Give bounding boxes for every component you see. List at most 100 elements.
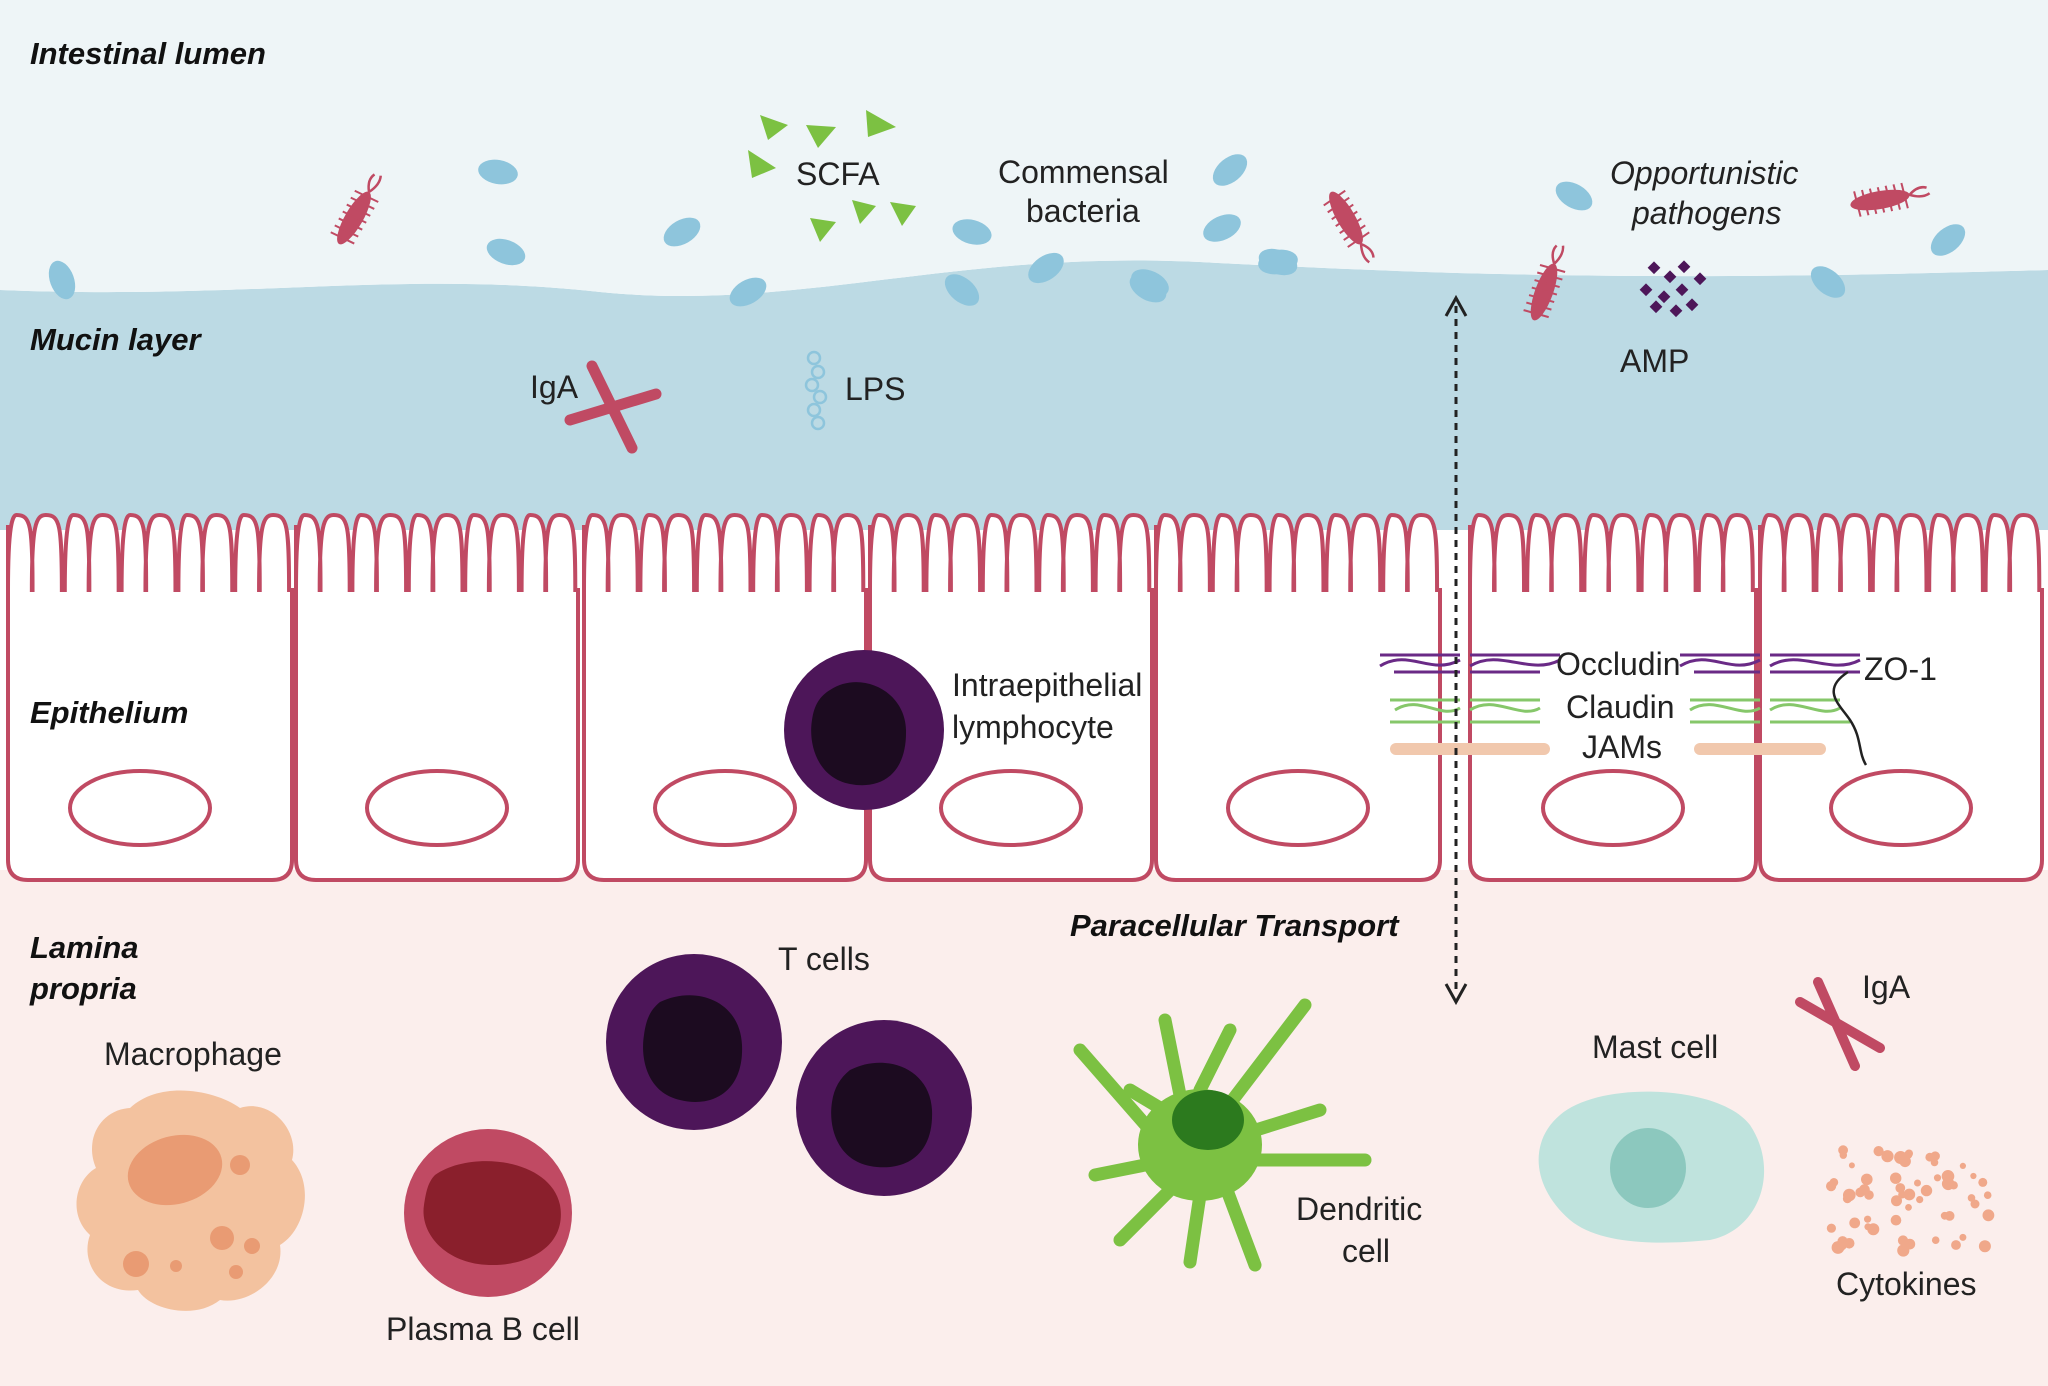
dendritic-cell-icon	[1073, 998, 1372, 1272]
opportunistic-label-2: pathogens	[1631, 195, 1781, 231]
cytokine-dot	[1959, 1162, 1966, 1169]
commensal-bacterium	[1810, 266, 1846, 298]
pathogen-icon	[330, 173, 382, 245]
pathogen-icon	[1323, 189, 1375, 264]
cytokine-dot	[1970, 1199, 1980, 1209]
cytokine-dot	[1864, 1215, 1872, 1223]
commensal-bacterium	[1203, 214, 1241, 242]
cytokine-dot	[1867, 1223, 1880, 1236]
cell-nucleus	[1829, 769, 1973, 847]
epithelial-cells	[6, 512, 2044, 882]
cytokine-dot	[1849, 1217, 1861, 1229]
cytokine-dot	[1848, 1162, 1855, 1169]
cytokine-dot	[1897, 1244, 1910, 1257]
cytokine-dot	[1933, 1174, 1942, 1182]
cytokine-dot	[1959, 1233, 1967, 1241]
cytokine-dot	[1861, 1173, 1873, 1186]
commensal-bacterium	[663, 217, 701, 247]
claudin-label: Claudin	[1566, 689, 1675, 725]
lps-icon	[804, 350, 828, 431]
epithelial-cell	[868, 512, 1154, 882]
commensal-label-2: bacteria	[1026, 193, 1140, 229]
cytokine-dot	[1920, 1184, 1933, 1197]
zo1-label: ZO-1	[1864, 651, 1937, 687]
pathogen-icon	[1523, 244, 1566, 321]
t-cell-icon-2	[796, 1020, 972, 1196]
zone-lamina-propria-2: propria	[29, 971, 137, 1006]
cytokine-dot	[1978, 1177, 1988, 1187]
cell-nucleus	[939, 769, 1083, 847]
cytokine-dot	[1826, 1181, 1837, 1192]
opportunistic-label-1: Opportunistic	[1610, 155, 1799, 191]
zone-lamina-propria-1: Lamina	[30, 930, 139, 965]
dendritic-label-2: cell	[1342, 1233, 1390, 1269]
intestinal-lumen-region	[0, 0, 2048, 297]
iel-label-1: Intraepithelial	[952, 667, 1142, 703]
cytokine-dot	[1873, 1146, 1884, 1157]
occludin-label: Occludin	[1556, 646, 1681, 682]
cell-nucleus	[68, 769, 212, 847]
commensal-bacterium	[1028, 252, 1064, 284]
epithelial-cell	[1154, 512, 1442, 882]
commensal-bacterium	[1258, 248, 1298, 276]
cytokine-dot	[1914, 1179, 1921, 1187]
cytokine-dot	[1925, 1152, 1935, 1162]
t-cells-label: T cells	[778, 941, 870, 977]
zone-intestinal-lumen: Intestinal lumen	[30, 36, 266, 71]
commensal-bacterium	[1212, 154, 1248, 186]
cytokines-label: Cytokines	[1836, 1266, 1977, 1302]
cytokine-dot	[1890, 1214, 1902, 1226]
cytokine-dot	[1983, 1191, 1992, 1199]
cytokine-dot	[1931, 1236, 1940, 1244]
lps-label: LPS	[845, 371, 905, 407]
macrophage-icon	[76, 1090, 305, 1311]
macrophage-label: Macrophage	[104, 1036, 282, 1072]
epithelial-cell	[294, 512, 580, 882]
paracellular-label: Paracellular Transport	[1070, 908, 1400, 943]
dendritic-label-1: Dendritic	[1296, 1191, 1422, 1227]
cytokine-dot	[1978, 1240, 1991, 1253]
commensal-bacterium	[944, 274, 980, 306]
cytokine-dot	[1890, 1172, 1902, 1184]
t-cell-icon-1	[606, 954, 782, 1130]
cytokine-dot	[1940, 1211, 1949, 1220]
epithelial-cell	[582, 512, 868, 882]
iga-icon-lamina	[1795, 977, 1885, 1071]
cytokine-dot	[1982, 1209, 1995, 1222]
cytokine-dot	[1859, 1184, 1870, 1196]
commensal-bacterium	[1129, 273, 1167, 303]
iel-label-2: lymphocyte	[952, 709, 1114, 745]
cytokine-dot	[1895, 1183, 1906, 1193]
commensal-bacterium	[478, 159, 518, 185]
mucin-layer-region	[0, 260, 2048, 530]
cytokine-dot	[1916, 1196, 1924, 1204]
cell-nucleus	[1226, 769, 1370, 847]
scfa-label: SCFA	[796, 156, 880, 192]
cytokines-icon	[1826, 1145, 1995, 1257]
cell-nucleus	[653, 769, 797, 847]
cytokine-dot	[1891, 1195, 1902, 1207]
mast-cell-icon	[1538, 1091, 1765, 1243]
plasma-b-cell-label: Plasma B cell	[386, 1311, 580, 1347]
cytokine-dot	[1951, 1240, 1961, 1250]
iga-label-mucin: IgA	[530, 369, 579, 405]
pathogen-icon	[1850, 182, 1931, 217]
cytokine-dot	[1842, 1194, 1852, 1204]
commensal-bacterium	[1930, 224, 1966, 256]
intraepithelial-lymphocyte-icon	[784, 650, 944, 810]
cytokine-dot	[1843, 1238, 1855, 1249]
plasma-b-cell-icon	[404, 1129, 572, 1297]
cell-nucleus	[1541, 769, 1685, 847]
mast-cell-label: Mast cell	[1592, 1029, 1718, 1065]
zone-epithelium: Epithelium	[30, 695, 188, 730]
zone-mucin-layer: Mucin layer	[30, 322, 202, 357]
commensal-bacterium	[952, 219, 992, 245]
paracellular-arrow	[1444, 294, 1468, 1006]
epithelial-cell	[1468, 512, 1758, 882]
amp-label: AMP	[1620, 343, 1689, 379]
commensal-bacterium	[48, 260, 76, 300]
iga-icon-mucin	[564, 360, 662, 454]
cytokine-dot	[1903, 1188, 1916, 1201]
cytokine-dot	[1881, 1150, 1894, 1163]
